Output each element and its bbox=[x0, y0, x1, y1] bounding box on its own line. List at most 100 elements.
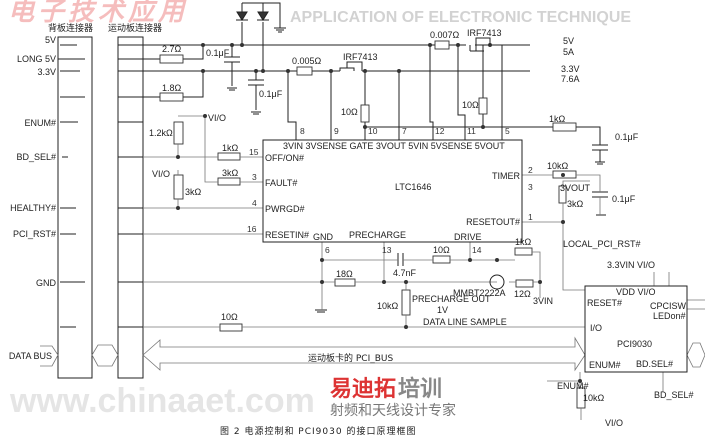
svg-text:3kΩ: 3kΩ bbox=[222, 168, 239, 178]
svg-text:I/O: I/O bbox=[590, 323, 602, 333]
svg-text:2: 2 bbox=[528, 165, 533, 175]
svg-text:0.1μF: 0.1μF bbox=[615, 132, 639, 142]
training-logo: 易迪拓 培训 射频和天线设计专家 bbox=[330, 376, 456, 419]
svg-text:10Ω: 10Ω bbox=[341, 107, 358, 117]
svg-text:10kΩ: 10kΩ bbox=[547, 161, 569, 171]
svg-text:ENUM#: ENUM# bbox=[589, 360, 621, 370]
data-bus-connector-arrows bbox=[40, 344, 119, 367]
svg-text:3kΩ: 3kΩ bbox=[567, 199, 584, 209]
svg-text:10Ω: 10Ω bbox=[433, 245, 450, 255]
junction-dots-lower bbox=[176, 114, 582, 383]
svg-text:9: 9 bbox=[334, 126, 339, 136]
svg-text:0.007Ω: 0.007Ω bbox=[430, 30, 460, 40]
svg-text:MMBT2222A: MMBT2222A bbox=[453, 288, 506, 298]
signal-3v3: 3.3V bbox=[37, 67, 56, 77]
svg-text:5: 5 bbox=[505, 126, 510, 136]
svg-text:3: 3 bbox=[528, 182, 533, 192]
svg-text:RESETIN#: RESETIN# bbox=[265, 230, 309, 240]
svg-text:4: 4 bbox=[252, 198, 257, 208]
svg-text:18Ω: 18Ω bbox=[336, 269, 353, 279]
signal-gnd: GND bbox=[36, 278, 57, 288]
svg-text:PCI9030: PCI9030 bbox=[617, 339, 652, 349]
board-connector-title: 运动板连接器 bbox=[108, 22, 162, 34]
output-labels: 5V 5A 3.3V 7.6A bbox=[561, 36, 580, 84]
figure-caption: 图 2 电源控制和 PCI9030 的接口原理框图 bbox=[220, 425, 416, 437]
svg-text:VI/O: VI/O bbox=[605, 418, 623, 428]
svg-text:10Ω: 10Ω bbox=[462, 100, 479, 110]
pci9030-bus-arrow bbox=[686, 342, 705, 368]
svg-text:7: 7 bbox=[402, 126, 407, 136]
svg-text:1V: 1V bbox=[437, 305, 448, 315]
svg-text:14: 14 bbox=[472, 245, 482, 255]
svg-text:0.1μF: 0.1μF bbox=[206, 48, 230, 58]
svg-text:3.3VIN VI/O: 3.3VIN VI/O bbox=[607, 260, 655, 270]
svg-text:15: 15 bbox=[249, 147, 259, 157]
watermark-journal-cn: 电子技术应用 bbox=[8, 0, 188, 27]
signal-healthy: HEALTHY# bbox=[10, 203, 56, 213]
svg-text:10Ω: 10Ω bbox=[221, 312, 238, 322]
chip-top-pin-numbers: 8 9 10 7 12 11 5 bbox=[300, 126, 510, 136]
signal-pci-rst: PCI_RST# bbox=[13, 229, 56, 239]
svg-text:GND: GND bbox=[313, 232, 334, 242]
svg-text:3kΩ: 3kΩ bbox=[185, 187, 202, 197]
svg-text:VI/O: VI/O bbox=[208, 113, 226, 123]
svg-text:10kΩ: 10kΩ bbox=[377, 301, 399, 311]
svg-text:4.7nF: 4.7nF bbox=[393, 268, 417, 278]
svg-text:PRECHARGE: PRECHARGE bbox=[349, 230, 406, 240]
resistor-symbols bbox=[159, 40, 586, 409]
svg-text:12: 12 bbox=[435, 126, 445, 136]
chip-top-pin-labels: 3VIN 3VSENSE GATE 3VOUT 5VIN 5VSENSE 5VO… bbox=[283, 141, 505, 151]
svg-text:10kΩ: 10kΩ bbox=[583, 393, 605, 403]
signal-5v: 5V bbox=[45, 35, 56, 45]
svg-text:PRECHARGE OUT: PRECHARGE OUT bbox=[412, 294, 491, 304]
signal-long-5v: LONG 5V bbox=[17, 54, 56, 64]
svg-text:1: 1 bbox=[528, 212, 533, 222]
svg-text:LOCAL_PCI_RST#: LOCAL_PCI_RST# bbox=[563, 239, 641, 249]
svg-text:1kΩ: 1kΩ bbox=[222, 143, 239, 153]
output-7-6a: 7.6A bbox=[561, 74, 580, 84]
svg-text:CPCISW: CPCISW bbox=[650, 301, 687, 311]
svg-text:0.1μF: 0.1μF bbox=[259, 89, 283, 99]
chip-name: LTC1646 bbox=[395, 182, 431, 192]
pci9030-labels: 3.3VIN VI/O VDD VI/O RESET# CPCISW LEDon… bbox=[557, 239, 694, 428]
pci9030-chip bbox=[584, 285, 688, 373]
svg-text:VDD VI/O: VDD VI/O bbox=[616, 287, 656, 297]
svg-text:3VIN: 3VIN bbox=[533, 296, 553, 306]
svg-text:射频和天线设计专家: 射频和天线设计专家 bbox=[330, 402, 456, 419]
svg-text:3VOUT: 3VOUT bbox=[560, 183, 591, 193]
svg-text:3: 3 bbox=[252, 172, 257, 182]
svg-text:8: 8 bbox=[300, 126, 305, 136]
svg-text:DRIVE: DRIVE bbox=[454, 232, 482, 242]
signal-bd-sel: BD_SEL# bbox=[16, 152, 56, 162]
svg-text:ENUM#: ENUM# bbox=[557, 381, 589, 391]
svg-text:1kΩ: 1kΩ bbox=[549, 114, 566, 124]
svg-text:1.2kΩ: 1.2kΩ bbox=[149, 128, 173, 138]
svg-text:0.1μF: 0.1μF bbox=[612, 194, 636, 204]
svg-text:16: 16 bbox=[247, 224, 257, 234]
backplane-connector-title: 背板连接器 bbox=[48, 22, 93, 34]
svg-text:培训: 培训 bbox=[398, 376, 442, 402]
svg-text:BD_SEL#: BD_SEL# bbox=[654, 390, 694, 400]
signal-enum: ENUM# bbox=[24, 118, 56, 128]
svg-text:10: 10 bbox=[368, 126, 378, 136]
output-3v3: 3.3V bbox=[561, 64, 580, 74]
watermark: 电子技术应用 APPLICATION OF ELECTRONIC TECHNIQ… bbox=[8, 0, 631, 420]
svg-text:IRF7413: IRF7413 bbox=[343, 52, 378, 62]
output-5a: 5A bbox=[563, 47, 574, 57]
backplane-connector bbox=[57, 36, 93, 379]
svg-text:TIMER: TIMER bbox=[492, 171, 520, 181]
svg-text:2.7Ω: 2.7Ω bbox=[162, 44, 182, 54]
watermark-site: www.chinaaet.com bbox=[9, 382, 315, 420]
svg-text:BD.SEL#: BD.SEL# bbox=[636, 359, 673, 369]
mosfet-symbols bbox=[339, 37, 491, 71]
svg-text:1kΩ: 1kΩ bbox=[515, 237, 532, 247]
svg-text:OFF/ON#: OFF/ON# bbox=[265, 153, 304, 163]
diode-icons bbox=[236, 11, 269, 21]
pci-bus-label: 运动板卡的 PCI_BUS bbox=[308, 352, 393, 364]
svg-text:DATA LINE SAMPLE: DATA LINE SAMPLE bbox=[423, 317, 507, 327]
connector-signal-labels: 5V LONG 5V 3.3V ENUM# BD_SEL# HEALTHY# P… bbox=[9, 35, 57, 361]
